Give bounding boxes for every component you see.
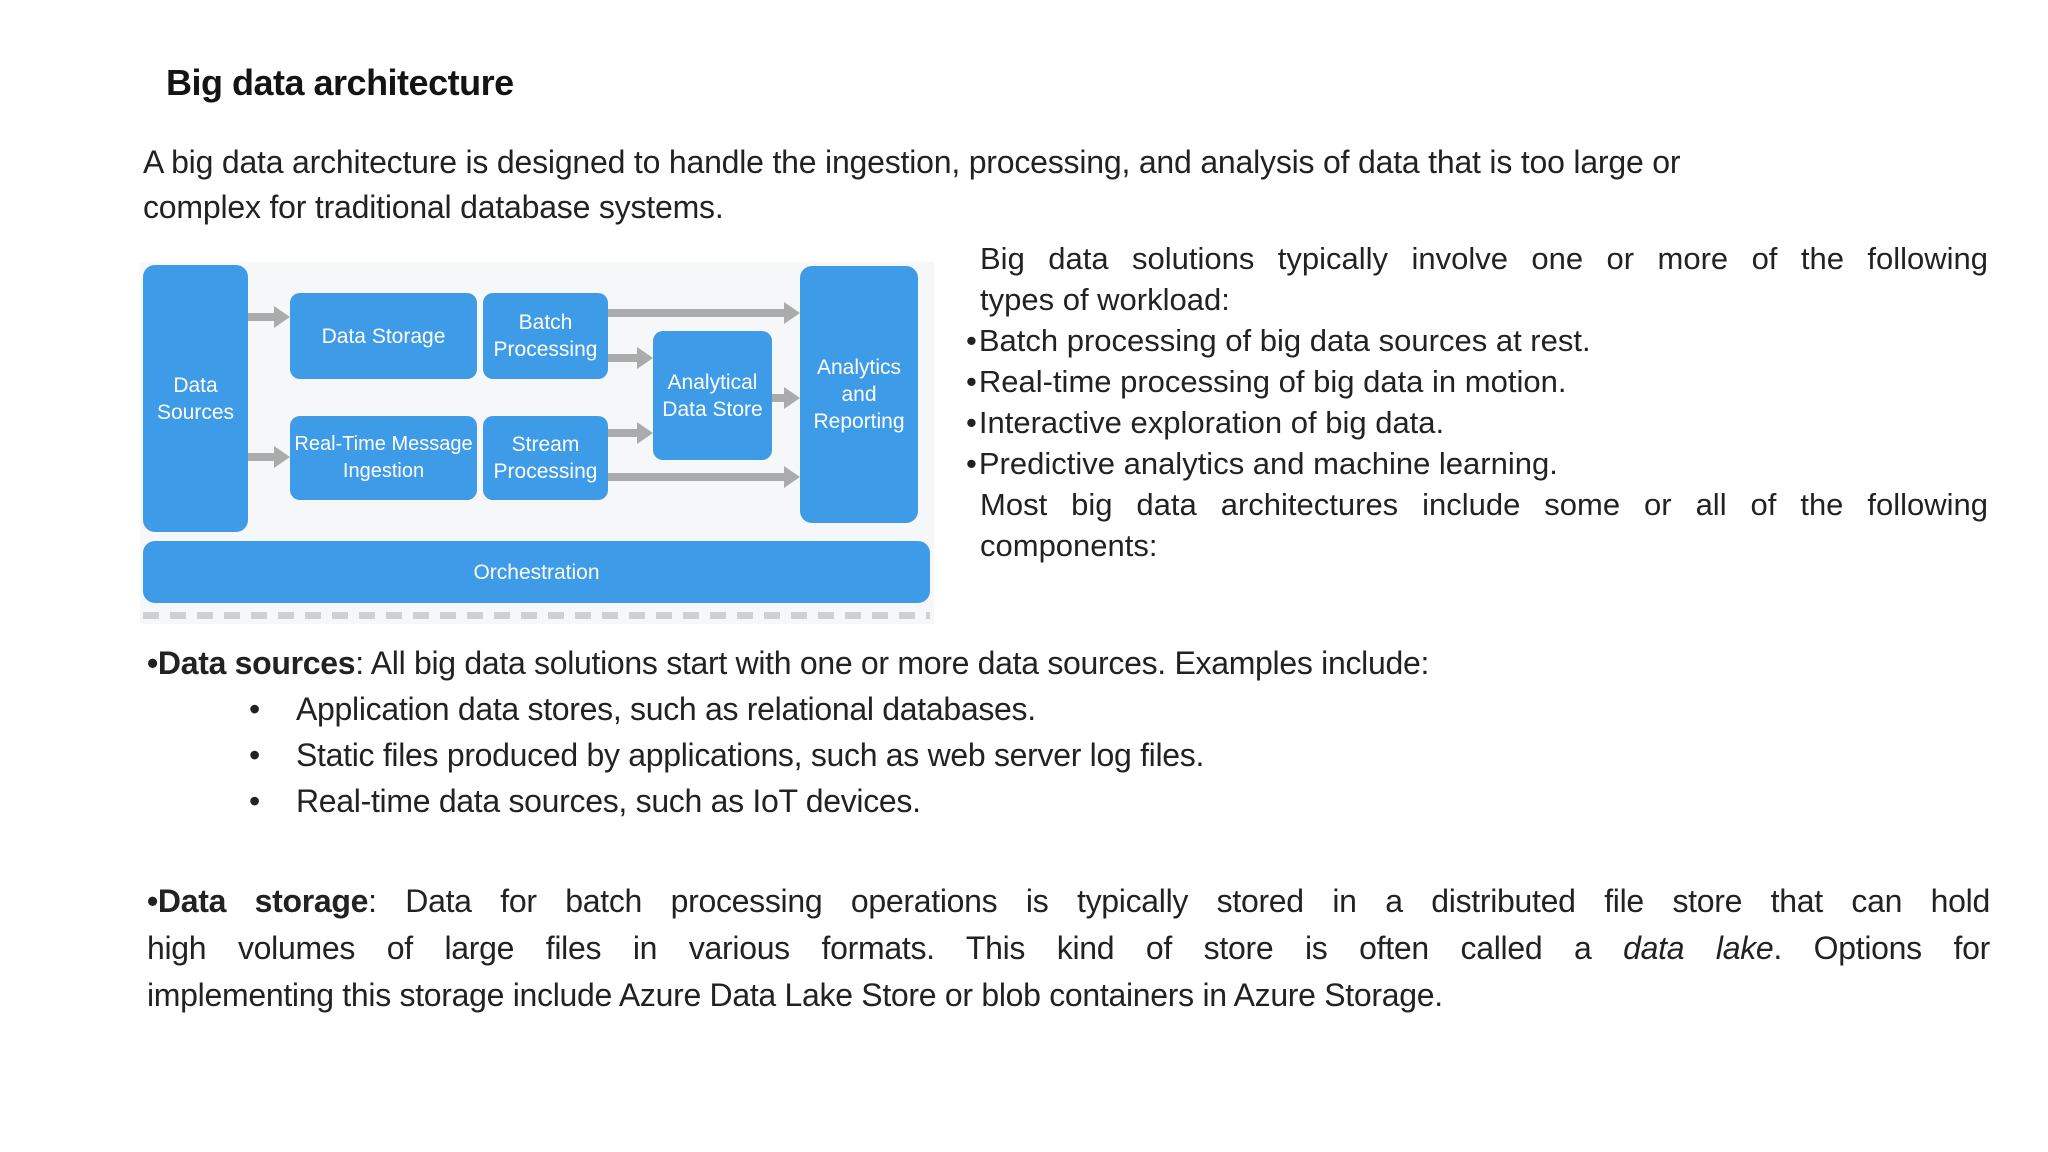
diagram-bottom-dashed-line xyxy=(143,612,930,619)
arrow-stream-processing-to-analytical-data-store xyxy=(608,422,653,444)
diagram-box-label: Real-Time Message Ingestion xyxy=(294,433,473,482)
diagram-box-real-time-message-ingestion: Real-Time Message Ingestion xyxy=(290,416,477,500)
data-storage-line: high volumes of large files in various f… xyxy=(147,930,1990,966)
diagram-box-data-storage: Data Storage xyxy=(290,293,477,379)
workload-intro-line: Big data solutions typically involve one… xyxy=(980,241,1988,276)
workload-bullet-item: •Predictive analytics and machine learni… xyxy=(966,446,1558,481)
bullet-glyph: • xyxy=(249,783,260,819)
data-sources-heading: •Data sources: All big data solutions st… xyxy=(147,645,1430,681)
diagram-box-label: Orchestration xyxy=(473,560,600,584)
components-intro-line: components: xyxy=(980,528,1158,563)
diagram-box-label: Stream Processing xyxy=(493,433,598,483)
data-storage-section: •Data storage: Data for batch processing… xyxy=(147,878,1990,1019)
workload-bullet-item: •Interactive exploration of big data. xyxy=(966,405,1445,440)
components-intro-line: Most big data architectures include some… xyxy=(980,487,1988,522)
data-storage-heading: •Data storage: Data for batch processing… xyxy=(147,883,1990,919)
diagram-box-label: Data Sources xyxy=(156,373,235,424)
diagram-box-stream-processing: Stream Processing xyxy=(483,416,608,500)
diagram-box-orchestration: Orchestration xyxy=(143,541,930,603)
diagram-box-label: Batch Processing xyxy=(493,311,598,361)
diagram-box-label: Analytical Data Store xyxy=(662,370,763,421)
bullet-glyph: • xyxy=(249,737,260,773)
big-data-architecture-diagram: Data Sources Data Storage Batch Processi… xyxy=(140,262,934,624)
arrow-data-sources-to-data-storage xyxy=(248,306,290,328)
bullet-glyph: • xyxy=(147,645,158,681)
workload-text-block: Big data solutions typically involve one… xyxy=(966,238,1988,566)
list-item: •Application data stores, such as relati… xyxy=(147,686,1990,732)
workload-bullet-item: •Real-time processing of big data in mot… xyxy=(966,364,1567,399)
diagram-box-label: Analytics and Reporting xyxy=(813,356,905,433)
data-storage-line: implementing this storage include Azure … xyxy=(147,977,1443,1013)
arrow-batch-processing-to-analytical-data-store xyxy=(608,347,653,369)
workload-intro-line: types of workload: xyxy=(980,282,1230,317)
arrow-analytical-data-store-to-analytics-and-reporting xyxy=(772,387,800,409)
list-item: •Static files produced by applications, … xyxy=(147,732,1990,778)
bullet-glyph: • xyxy=(966,364,977,399)
arrow-data-sources-to-real-time-message-ingestion xyxy=(248,446,290,468)
list-item: •Real-time data sources, such as IoT dev… xyxy=(147,778,1990,824)
bullet-glyph: • xyxy=(147,883,158,919)
page-title: Big data architecture xyxy=(166,62,514,103)
arrow-stream-processing-to-analytics-and-reporting xyxy=(608,466,800,488)
data-sources-section: •Data sources: All big data solutions st… xyxy=(147,640,1990,824)
bullet-glyph: • xyxy=(249,691,260,727)
diagram-box-analytics-and-reporting: Analytics and Reporting xyxy=(800,266,918,523)
arrow-batch-processing-to-analytics-and-reporting xyxy=(608,302,800,324)
bullet-glyph: • xyxy=(966,323,977,358)
diagram-box-label: Data Storage xyxy=(321,324,446,348)
intro-paragraph: A big data architecture is designed to h… xyxy=(143,140,1681,230)
bullet-glyph: • xyxy=(966,405,977,440)
diagram-box-analytical-data-store: Analytical Data Store xyxy=(653,331,772,460)
intro-line: complex for traditional database systems… xyxy=(143,189,724,225)
intro-line: A big data architecture is designed to h… xyxy=(143,144,1681,180)
workload-bullet-item: •Batch processing of big data sources at… xyxy=(966,323,1591,358)
diagram-box-data-sources: Data Sources xyxy=(143,265,248,532)
bullet-glyph: • xyxy=(966,446,977,481)
italic-term: data lake xyxy=(1623,930,1774,966)
diagram-box-batch-processing: Batch Processing xyxy=(483,293,608,379)
